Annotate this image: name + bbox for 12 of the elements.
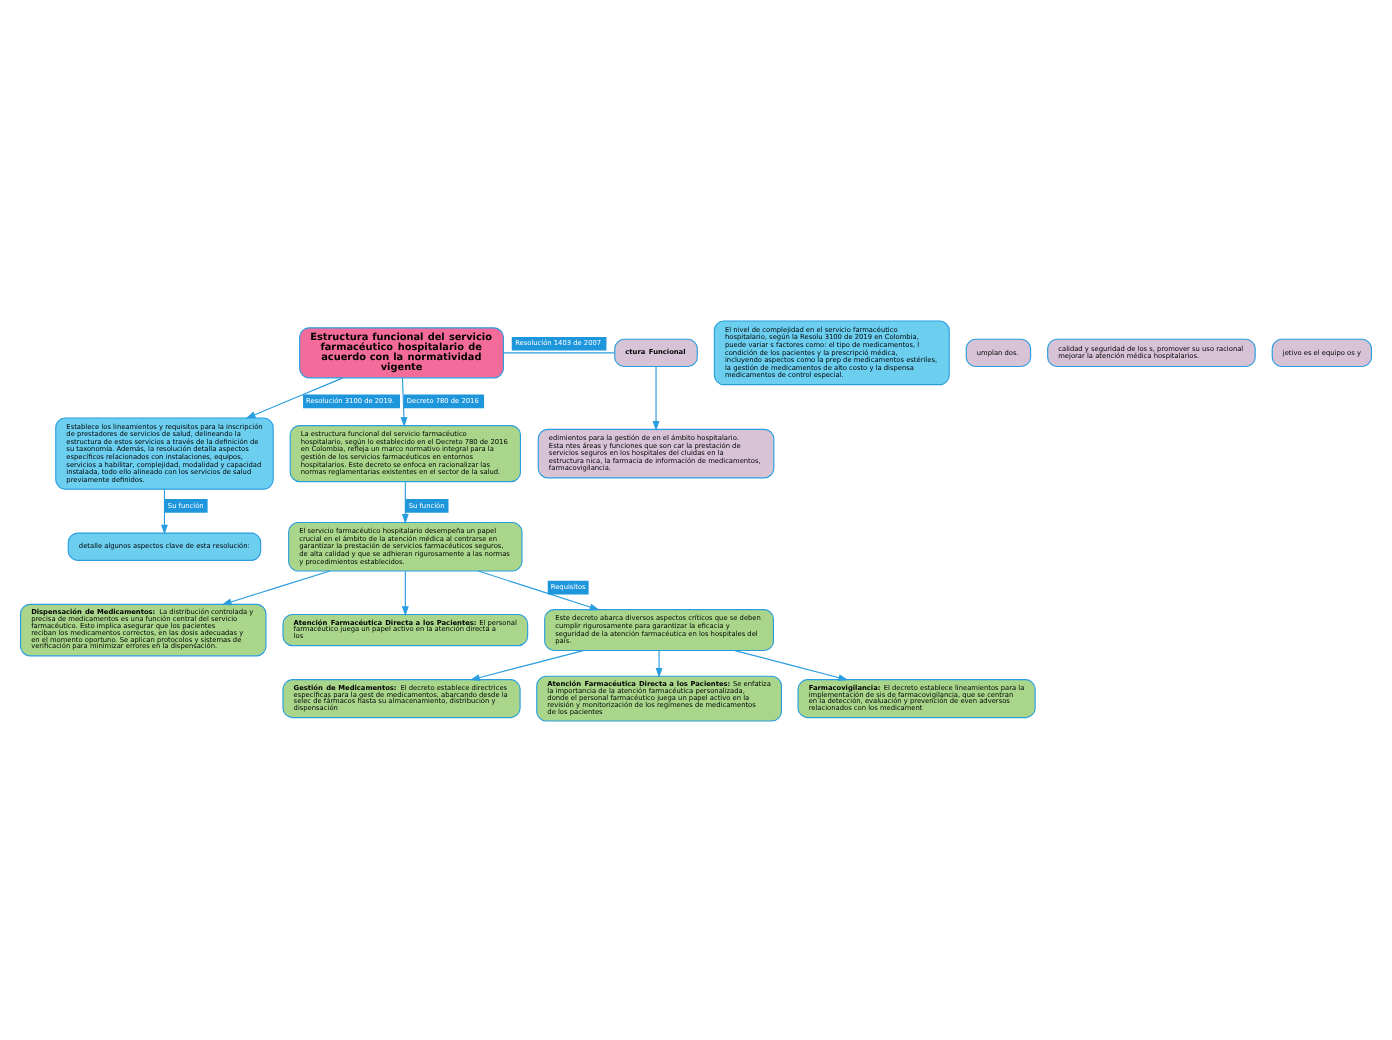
arrow xyxy=(652,365,660,430)
arrow xyxy=(655,649,663,677)
arrow xyxy=(401,480,409,523)
arrow xyxy=(401,569,409,616)
arrow xyxy=(734,649,849,680)
arrow xyxy=(469,649,584,680)
arrow xyxy=(221,569,331,605)
arrow xyxy=(245,376,344,418)
arrow xyxy=(161,487,168,534)
arrow xyxy=(400,376,408,427)
connector xyxy=(503,351,616,353)
arrow xyxy=(477,569,600,610)
